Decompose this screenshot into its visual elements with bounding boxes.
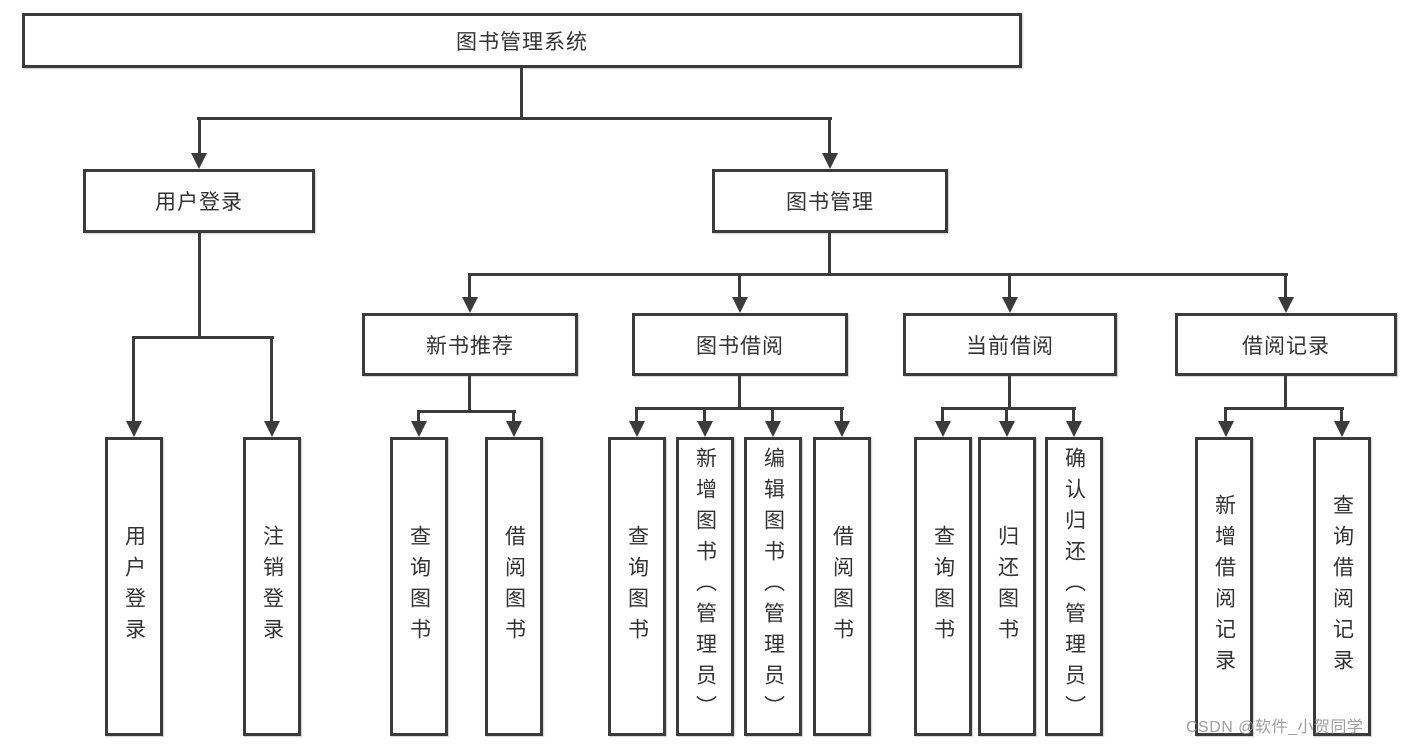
leaf-borrow-book-recommend-label: 借阅图书 [502, 524, 526, 649]
leaf-query-book-borrow-label: 查询图书 [625, 524, 649, 649]
connector-drop-query-book-recommend [417, 410, 420, 421]
node-book-borrow-label: 图书借阅 [696, 334, 784, 358]
node-book-management: 图书管理 [712, 169, 948, 233]
arrowhead-return-book-icon [999, 421, 1015, 437]
connector-drop-borrow-book [840, 407, 843, 421]
node-book-management-label: 图书管理 [786, 191, 874, 214]
connector-current-borrow-stub [1008, 376, 1011, 407]
leaf-borrow-book-recommend: 借阅图书 [485, 437, 543, 736]
leaf-borrow-book-label: 借阅图书 [830, 524, 854, 649]
leaf-query-book-current-label: 查询图书 [931, 524, 955, 649]
leaf-edit-book-admin-label: 编辑图书（管理员） [761, 447, 785, 726]
node-system-root-label: 图书管理系统 [456, 30, 588, 54]
leaf-query-borrow-record: 查询借阅记录 [1313, 437, 1371, 736]
leaf-return-book: 归还图书 [978, 437, 1036, 736]
connector-new-book-recommend-stub [468, 376, 471, 410]
leaf-add-book-admin: 新增图书（管理员） [676, 437, 734, 736]
leaf-query-book-recommend: 查询图书 [390, 437, 448, 736]
leaf-user-login: 用户登录 [105, 437, 163, 736]
arrowhead-add-borrow-record-icon [1218, 421, 1234, 437]
arrowhead-user-login-icon [191, 153, 207, 169]
leaf-add-borrow-record-label: 新增借阅记录 [1212, 493, 1236, 680]
connector-drop-query-book-current [941, 407, 944, 421]
node-user-login-label: 用户登录 [155, 191, 243, 214]
connector-drop-current-borrow [1008, 273, 1011, 297]
connector-drop-book-management [828, 117, 831, 154]
leaf-add-borrow-record: 新增借阅记录 [1195, 437, 1253, 736]
leaf-query-borrow-record-label: 查询借阅记录 [1330, 493, 1354, 680]
connector-book-borrow-rail [635, 407, 844, 410]
arrowhead-query-borrow-record-icon [1334, 421, 1350, 437]
arrowhead-query-book-recommend-icon [411, 421, 427, 437]
node-system-root: 图书管理系统 [22, 13, 1022, 68]
leaf-user-login-label: 用户登录 [122, 524, 146, 649]
connector-user-login-stub [198, 233, 201, 336]
leaf-confirm-return-admin: 确认归还（管理员） [1045, 437, 1103, 736]
connector-drop-add-borrow-record [1224, 407, 1227, 421]
connector-drop-confirm-return [1072, 407, 1075, 421]
arrowhead-leaf-user-login-icon [126, 421, 142, 437]
connector-new-book-recommend-rail [417, 410, 516, 413]
node-current-borrow: 当前借阅 [903, 313, 1117, 376]
arrowhead-leaf-logout-icon [264, 421, 280, 437]
node-book-borrow: 图书借阅 [632, 313, 848, 376]
arrowhead-borrow-records-icon [1278, 297, 1294, 313]
leaf-query-book-borrow: 查询图书 [608, 437, 666, 736]
connector-level1-rail [197, 117, 832, 120]
connector-drop-return-book [1005, 407, 1008, 421]
arrowhead-add-book-icon [697, 421, 713, 437]
connector-current-borrow-rail [941, 407, 1076, 410]
connector-drop-borrow-book-recommend [512, 410, 515, 421]
leaf-edit-book-admin: 编辑图书（管理员） [744, 437, 802, 736]
arrowhead-book-borrow-icon [732, 297, 748, 313]
connector-drop-query-borrow-record [1340, 407, 1343, 421]
arrowhead-query-book-borrow-icon [629, 421, 645, 437]
node-borrow-records: 借阅记录 [1175, 313, 1397, 376]
connector-user-login-rail [132, 336, 274, 339]
arrowhead-current-borrow-icon [1002, 297, 1018, 313]
connector-book-management-stub [828, 233, 831, 273]
connector-drop-leaf-user-login [132, 336, 135, 421]
arrowhead-borrow-book-icon [834, 421, 850, 437]
watermark-csdn: CSDN @软件_小贺同学 [1186, 719, 1364, 736]
connector-level2-rail [468, 273, 1288, 276]
arrowhead-book-management-icon [822, 153, 838, 169]
leaf-query-book-recommend-label: 查询图书 [407, 524, 431, 649]
arrowhead-new-book-recommend-icon [462, 297, 478, 313]
node-current-borrow-label: 当前借阅 [966, 334, 1054, 358]
connector-drop-user-login [198, 117, 201, 154]
arrowhead-borrow-book-recommend-icon [506, 421, 522, 437]
connector-root-stub [520, 68, 523, 117]
leaf-add-book-admin-label: 新增图书（管理员） [693, 447, 717, 726]
node-user-login: 用户登录 [83, 169, 315, 233]
connector-book-borrow-stub [738, 376, 741, 407]
arrowhead-edit-book-icon [765, 421, 781, 437]
node-borrow-records-label: 借阅记录 [1242, 334, 1330, 358]
connector-drop-borrow-records [1284, 273, 1287, 297]
leaf-return-book-label: 归还图书 [995, 524, 1019, 649]
connector-borrow-records-stub [1284, 376, 1287, 407]
node-new-book-recommend-label: 新书推荐 [426, 334, 514, 358]
leaf-query-book-current: 查询图书 [914, 437, 972, 736]
leaf-logout-label: 注销登录 [260, 524, 284, 649]
connector-drop-leaf-logout [270, 336, 273, 421]
connector-drop-query-book-borrow [635, 407, 638, 421]
connector-drop-new-book-recommend [468, 273, 471, 297]
connector-borrow-records-rail [1224, 407, 1344, 410]
connector-drop-book-borrow [738, 273, 741, 297]
leaf-confirm-return-admin-label: 确认归还（管理员） [1062, 447, 1086, 726]
arrowhead-confirm-return-icon [1066, 421, 1082, 437]
leaf-borrow-book: 借阅图书 [813, 437, 871, 736]
leaf-logout: 注销登录 [243, 437, 301, 736]
connector-drop-add-book [703, 407, 706, 421]
connector-drop-edit-book [771, 407, 774, 421]
arrowhead-query-book-current-icon [935, 421, 951, 437]
node-new-book-recommend: 新书推荐 [362, 313, 578, 376]
